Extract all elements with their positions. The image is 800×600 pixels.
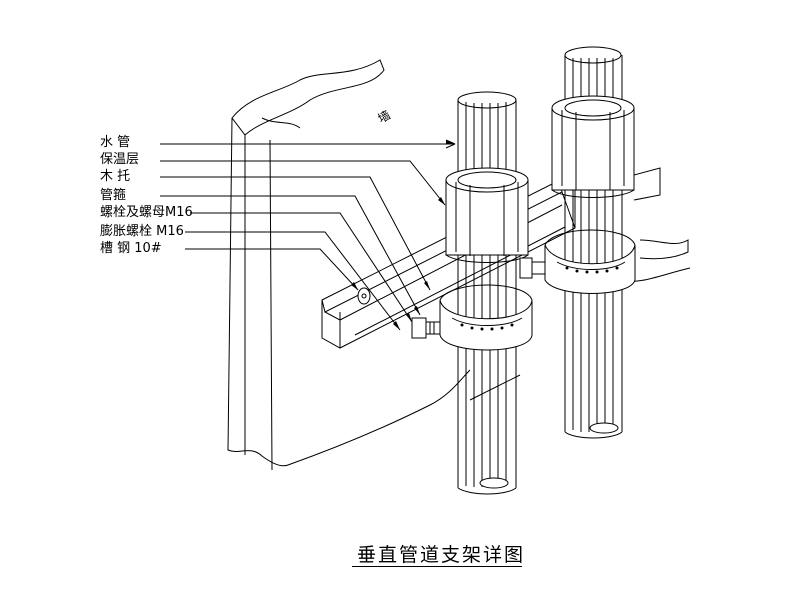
wall: [227, 59, 691, 471]
left-pipe: [457, 91, 517, 495]
label-bolt-nut: 螺栓及螺母M16: [100, 205, 193, 220]
label-insulation-layer: 保温层: [100, 152, 140, 167]
title-underline: [352, 566, 522, 567]
label-wood-support: 木 托: [100, 169, 131, 184]
label-channel-steel: 槽 钢 10#: [100, 241, 162, 256]
leader-lines: [160, 139, 456, 331]
drawing-title: 垂直管道支架详图: [357, 544, 526, 566]
right-pipe-clamp: [519, 229, 636, 294]
right-insulation: [551, 95, 661, 201]
label-expansion-bolt: 膨胀螺栓 M16: [100, 224, 184, 239]
left-pipe-clamp: [411, 284, 533, 351]
label-water-pipe: 水 管: [100, 135, 131, 150]
label-pipe-clamp: 管箍: [100, 188, 127, 203]
right-pipe: [564, 46, 623, 439]
left-insulation: [445, 167, 529, 263]
